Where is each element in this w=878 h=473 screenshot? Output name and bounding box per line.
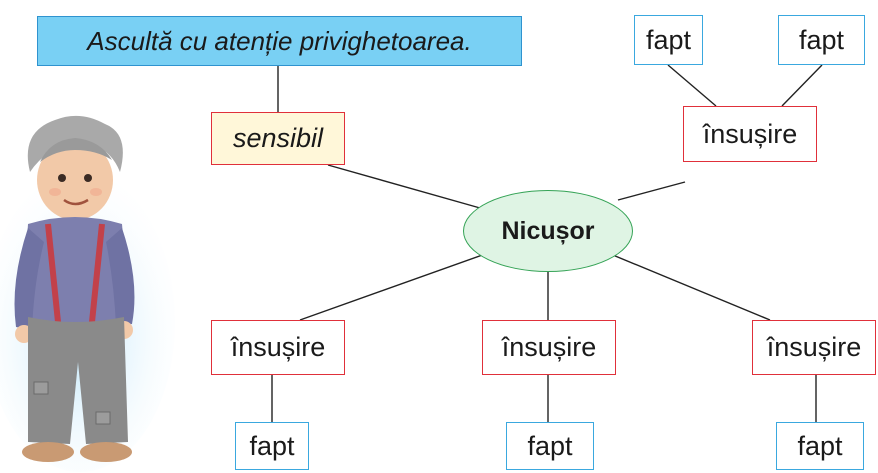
fact-box-bottom-left: fapt — [235, 422, 309, 470]
trait-label: sensibil — [232, 123, 324, 153]
trait-box-bottom-right: însușire — [752, 320, 876, 375]
connector-center-trait-bottom-left — [299, 252, 489, 321]
trait-label: însușire — [501, 332, 597, 362]
center-node-nicusor: Nicușor — [463, 190, 633, 272]
connector-center-trait-top-right — [617, 181, 686, 201]
center-label: Nicușor — [501, 216, 595, 245]
statement-box: Ascultă cu atenție privighetoarea. — [37, 16, 522, 66]
fact-label: fapt — [527, 430, 573, 461]
fact-box-bottom-right: fapt — [776, 422, 864, 470]
connector-center-trait-bottom-right — [607, 252, 771, 321]
trait-box-sensibil: sensibil — [211, 112, 345, 165]
trait-box-bottom-left: însușire — [211, 320, 345, 375]
trait-box-bottom-middle: însușire — [482, 320, 616, 375]
fact-label: fapt — [797, 430, 843, 461]
trait-label: însușire — [766, 332, 862, 362]
fact-box-bottom-middle: fapt — [506, 422, 594, 470]
trait-box-top-right: însușire — [683, 106, 817, 162]
fact-label: fapt — [249, 430, 295, 461]
connector-fact-top-left-trait — [667, 64, 717, 107]
connector-fact-top-right-trait — [781, 64, 823, 107]
fact-label: fapt — [798, 24, 845, 55]
boy-character-illustration — [0, 115, 175, 472]
trait-label: însușire — [230, 332, 326, 362]
fact-box-top-right: fapt — [778, 15, 865, 65]
statement-text: Ascultă cu atenție privighetoarea. — [87, 26, 472, 56]
connector-sensibil-center — [327, 164, 481, 209]
fact-box-top-left: fapt — [634, 15, 703, 65]
fact-label: fapt — [645, 24, 692, 55]
trait-label: însușire — [702, 118, 798, 149]
